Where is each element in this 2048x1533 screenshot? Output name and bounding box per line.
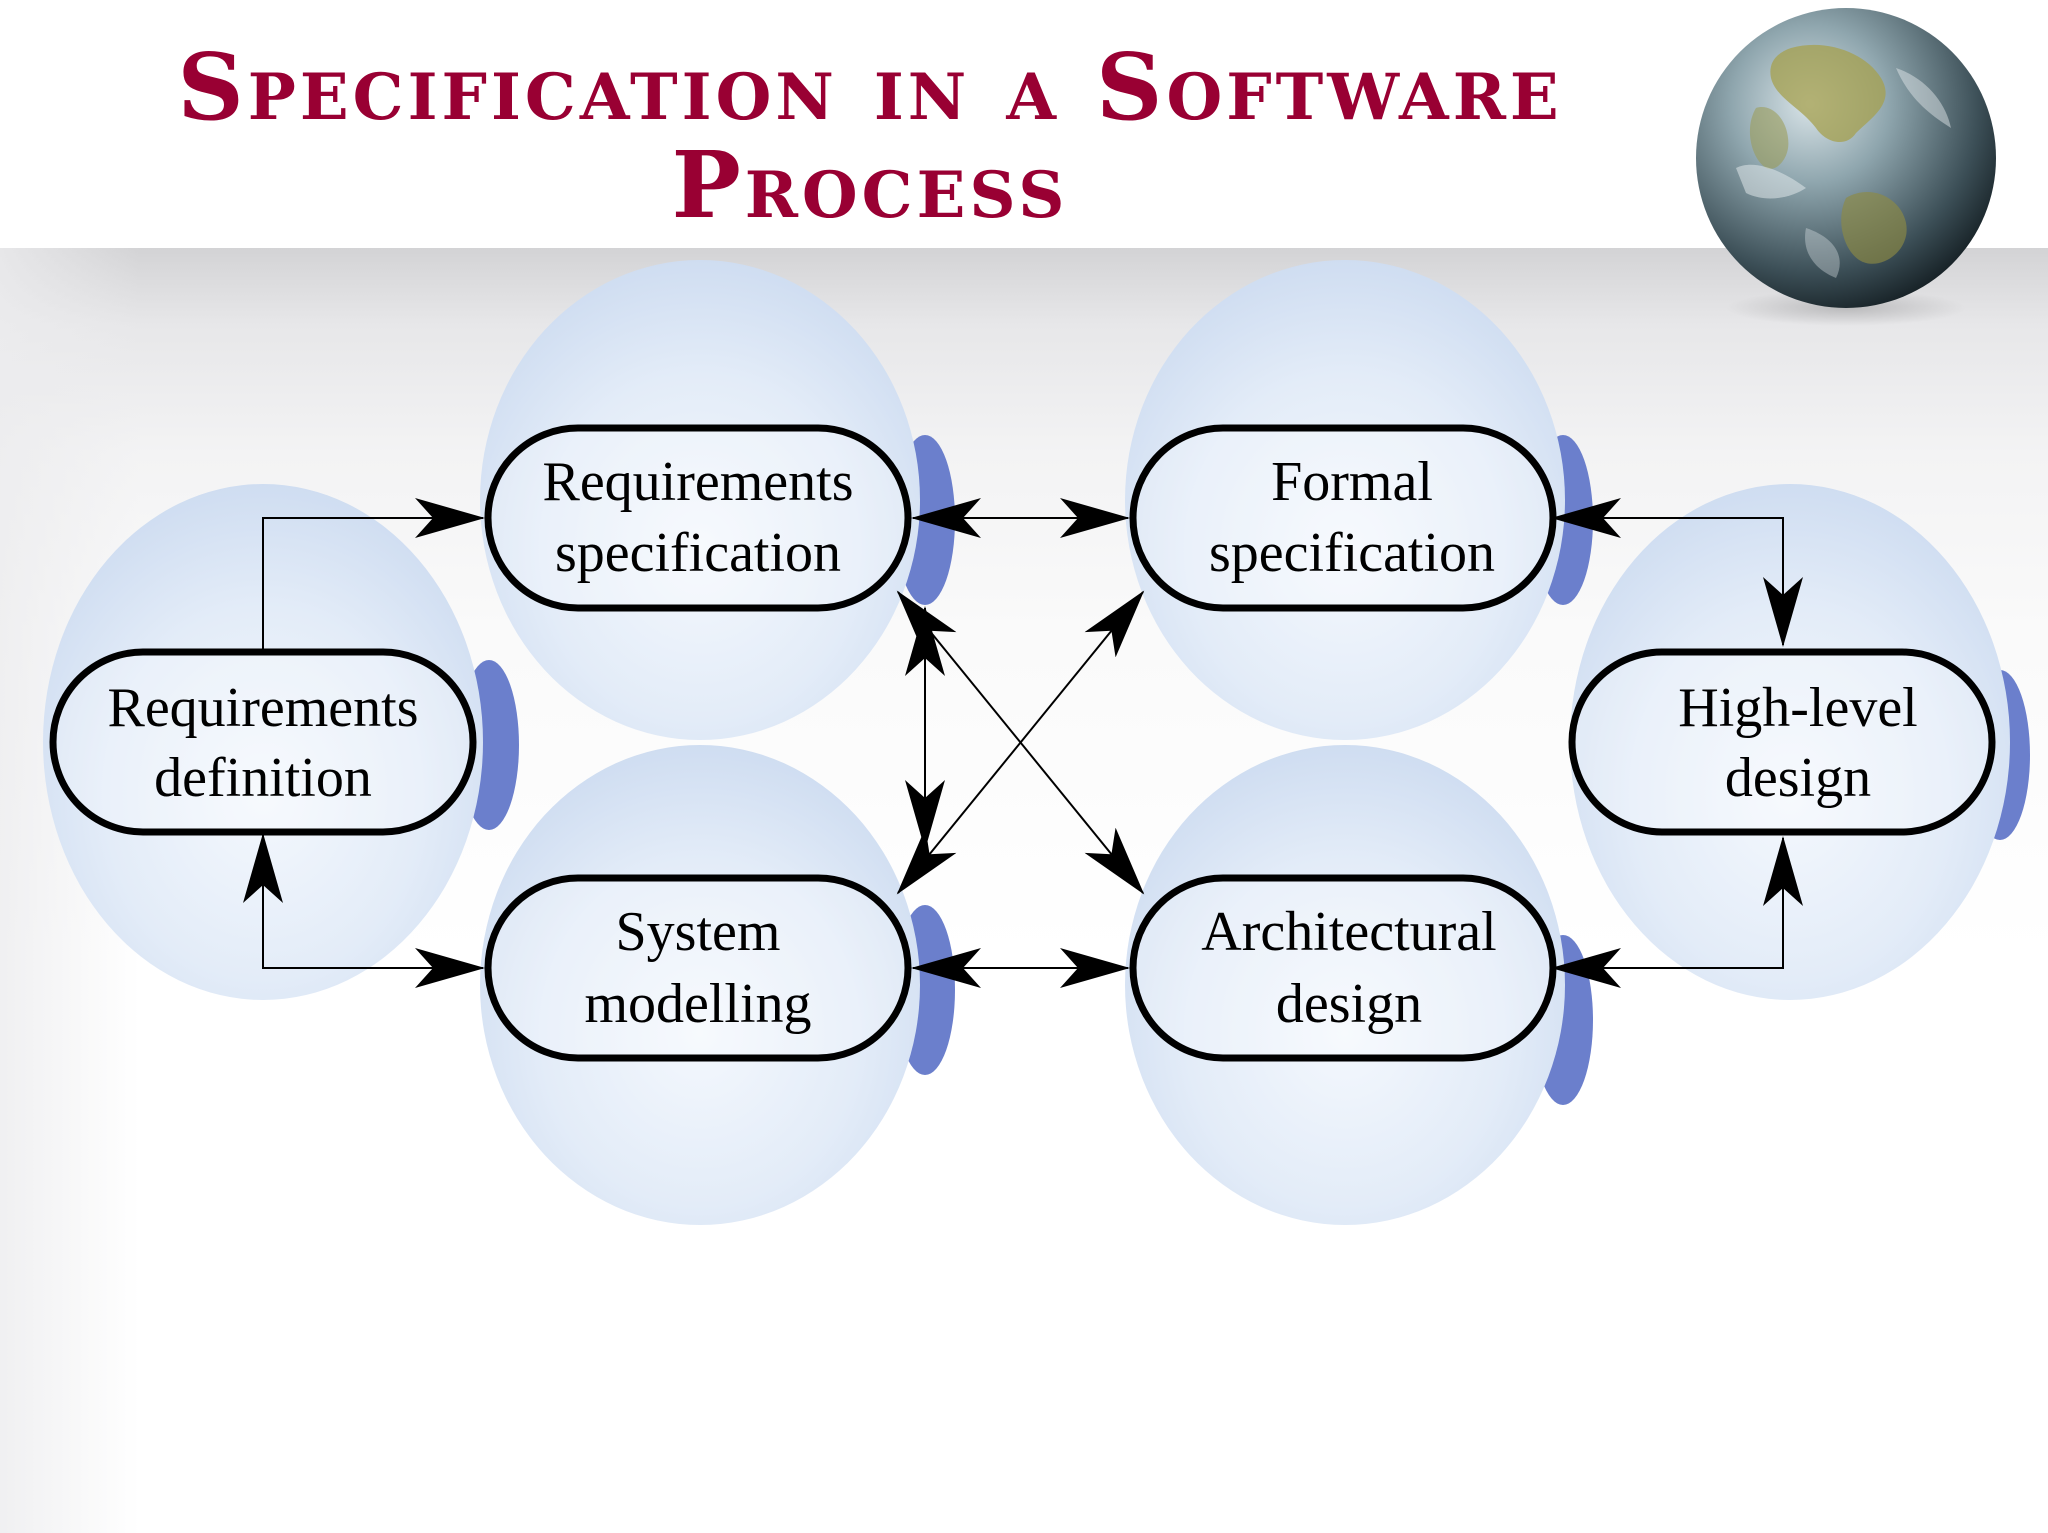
node-architectural-design-line-1: Architectural [1201, 901, 1496, 963]
node-requirements-specification-line-1: Requirements [542, 451, 853, 513]
node-requirements-definition-line-1: Requirements [107, 677, 418, 739]
node-formal-specification-line-2: specification [1209, 522, 1495, 584]
arrow-formalspec-highlevel [1551, 498, 1803, 647]
title-line-1: Specification in a Software [177, 33, 1563, 141]
connector-group [243, 498, 1803, 988]
node-system-modelling: System modelling [484, 874, 912, 1062]
slide-title: Specification in a Software Process [70, 38, 1670, 234]
node-system-modelling-line-2: modelling [584, 973, 811, 1035]
bubble-group [43, 260, 2030, 1225]
title-line-2: Process [671, 131, 1069, 239]
node-high-level-design-line-1: High-level [1678, 677, 1917, 739]
arrow-sysmodel-formalspec [896, 590, 1145, 895]
bubble-system-modelling [480, 745, 955, 1225]
node-formal-specification-line-1: Formal [1271, 451, 1433, 513]
node-requirements-definition: Requirements definition [49, 648, 477, 836]
node-architectural-design: Architectural design [1129, 874, 1557, 1062]
node-high-level-design: High-level design [1568, 648, 1996, 836]
bubble-requirements-definition [43, 484, 519, 1000]
node-requirements-specification: Requirements specification [484, 424, 912, 612]
node-formal-specification: Formal specification [1129, 424, 1557, 612]
node-high-level-design-line-2: design [1725, 747, 1871, 809]
arrow-reqdef-to-reqspec [262, 498, 485, 650]
arrow-archdesign-highlevel [1551, 836, 1803, 988]
earth-globe-icon [1696, 8, 1996, 326]
node-requirements-specification-line-2: specification [555, 522, 841, 584]
node-system-modelling-line-1: System [616, 901, 781, 963]
node-architectural-design-line-2: design [1276, 973, 1422, 1035]
node-requirements-definition-line-2: definition [154, 747, 372, 809]
